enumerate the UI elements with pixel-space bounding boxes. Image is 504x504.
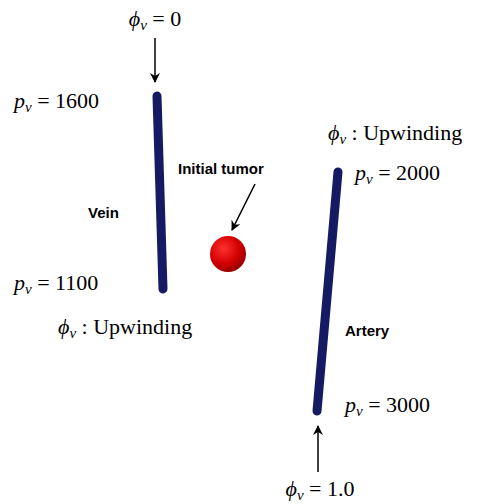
boundary-condition: ϕv = 0 [129, 6, 181, 32]
boundary-condition: pv = 1600 [14, 88, 99, 114]
boundary-condition: ϕv = 1.0 [286, 476, 355, 502]
vessel-label: Vein [88, 204, 119, 222]
leader-arrow [232, 184, 255, 230]
leader-arrow [317, 426, 319, 472]
vessel-label: Artery [345, 322, 389, 340]
vein-vessel [157, 96, 163, 289]
tumor-sphere [210, 236, 246, 272]
artery-vessel [317, 172, 338, 411]
boundary-condition: ϕv : Upwinding [58, 314, 192, 340]
boundary-condition: ϕv : Upwinding [328, 120, 462, 146]
boundary-condition: pv = 2000 [355, 160, 440, 186]
vessel-label: Initial tumor [178, 160, 264, 178]
boundary-condition: pv = 3000 [345, 392, 430, 418]
boundary-condition: pv = 1100 [14, 270, 98, 296]
leader-arrow [154, 38, 156, 82]
